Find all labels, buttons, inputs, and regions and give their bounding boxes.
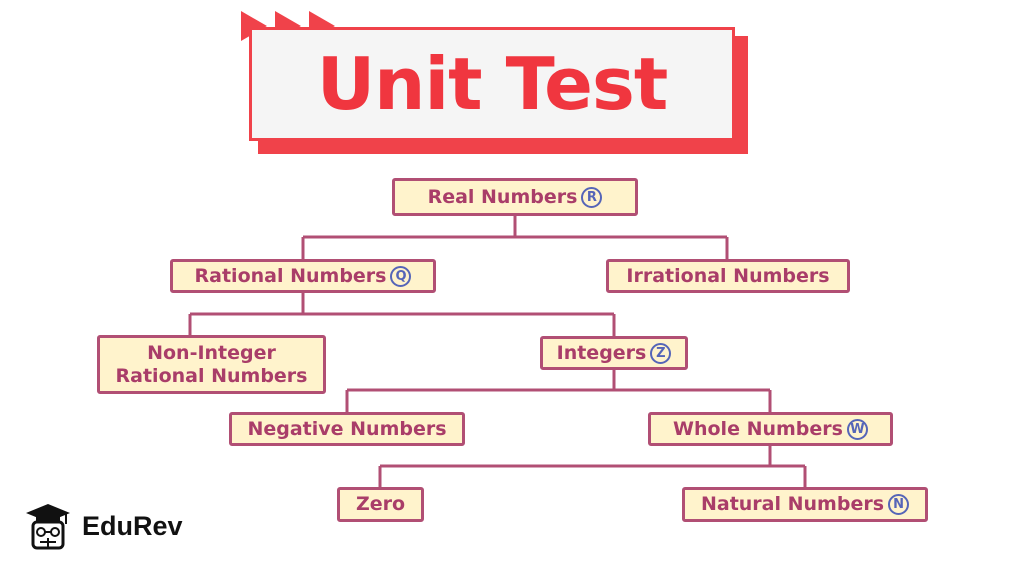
node-negative-numbers: Negative Numbers (229, 412, 465, 446)
brand-name: EduRev (82, 510, 183, 541)
node-zero: Zero (337, 487, 424, 522)
node-label: Zero (355, 493, 406, 515)
edurev-logo: EduRev (22, 500, 183, 552)
rational-symbol-icon: Q (390, 265, 412, 287)
node-natural-numbers: Natural Numbers N (682, 487, 928, 522)
natural-symbol-icon: N (888, 494, 910, 515)
node-non-integer-rational-numbers: Non-Integer Rational Numbers (97, 335, 326, 394)
integers-symbol-icon: Z (650, 342, 672, 364)
page-title: Unit Test (316, 42, 669, 126)
node-irrational-numbers: Irrational Numbers (606, 259, 850, 293)
whole-symbol-icon: W (846, 418, 868, 440)
node-label: Natural Numbers (700, 493, 885, 515)
node-label: Integers (556, 341, 647, 364)
graduate-mascot-icon (26, 504, 70, 550)
real-symbol-icon: R (581, 186, 603, 208)
node-label-line-1: Non-Integer (147, 341, 276, 364)
title-banner: Unit Test (249, 27, 735, 141)
node-label: Negative Numbers (247, 417, 447, 440)
node-label: Whole Numbers (673, 417, 843, 440)
node-label-line-2: Rational Numbers (115, 364, 308, 387)
node-label: Rational Numbers (194, 264, 387, 287)
node-integers: Integers Z (540, 336, 688, 370)
node-real-numbers: Real Numbers R (392, 178, 638, 216)
node-rational-numbers: Rational Numbers Q (170, 259, 436, 293)
node-label: Real Numbers (427, 185, 578, 208)
node-whole-numbers: Whole Numbers W (648, 412, 893, 446)
node-label: Irrational Numbers (626, 264, 830, 287)
